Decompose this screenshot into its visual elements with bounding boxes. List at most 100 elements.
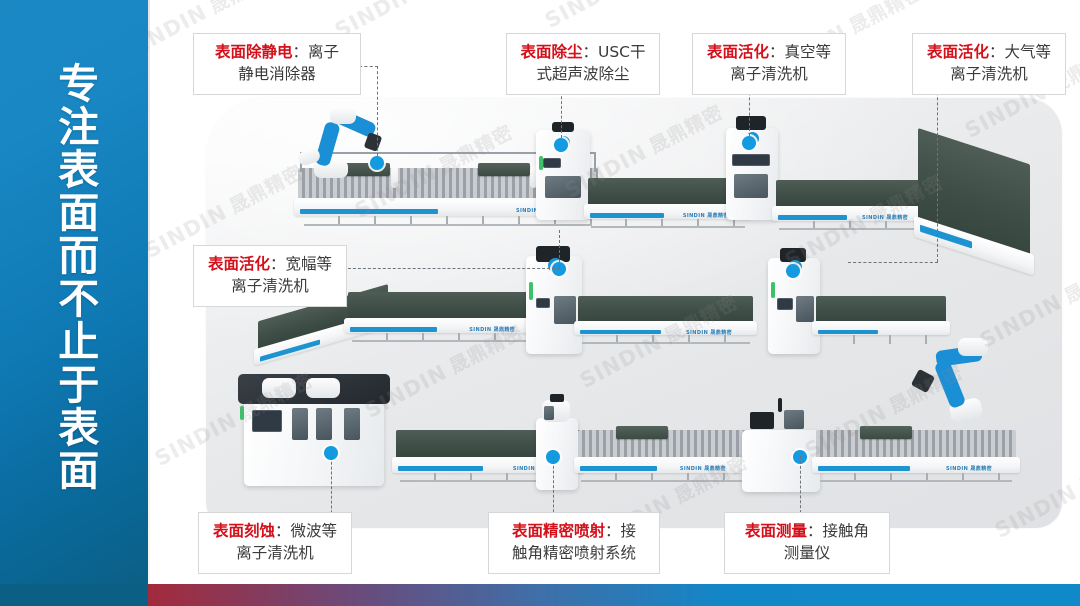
spray-window (544, 406, 554, 420)
machine-door-window (344, 408, 360, 440)
hotspot-wide-plasma[interactable] (552, 262, 566, 276)
robot-joint (330, 108, 356, 124)
belt-surface (348, 292, 538, 320)
bottom-accent-bar (148, 584, 1080, 606)
conveyor-foot-rail (399, 479, 578, 482)
conveyor-row2-belt-c (812, 296, 950, 344)
machine-head-unit (552, 122, 574, 132)
work-tray (860, 426, 912, 439)
conveyor-legs (779, 221, 923, 230)
conveyor-row3-rollers-b: SINDIN 晟鼎精密 (812, 430, 1020, 482)
brand-stripe (350, 327, 438, 332)
machine-door-window (292, 408, 308, 440)
leader-spray-v (553, 456, 554, 522)
roller-bed (816, 430, 1016, 460)
status-light (240, 406, 244, 420)
brand-stripe (580, 466, 658, 472)
belt-surface (816, 296, 946, 323)
callout-precision-spray[interactable]: 表面精密喷射：接 触角精密喷射系统 (488, 512, 660, 574)
machine-logo: SINDIN 晟鼎精密 (679, 466, 726, 473)
leader-wide-plasma-v (559, 230, 560, 268)
machine-logo: SINDIN 晟鼎精密 (512, 466, 559, 473)
robot-joint (958, 338, 988, 356)
machine-hmi-screen (777, 298, 793, 310)
robot-gripper (910, 368, 936, 394)
leader-atmospheric-top-h (848, 262, 938, 263)
conveyor-foot-rail (779, 228, 923, 230)
conveyor-legs (818, 335, 944, 344)
machine-hmi-screen (536, 298, 550, 308)
conveyor-row1-belt-a: SINDIN 晟鼎精密 (584, 178, 752, 228)
page-title: 专注表面而不止于表面 (50, 62, 99, 492)
hotspot-dedust[interactable] (554, 138, 568, 152)
hotspot-vacuum-plasma[interactable] (742, 136, 756, 150)
conveyor-legs (581, 472, 743, 482)
callout-activation-wide[interactable]: 表面活化：宽幅等 离子清洗机 (193, 245, 347, 307)
conveyor-row2-belt-a: SINDIN 晟鼎精密 (344, 292, 542, 342)
leader-wide-plasma-h (338, 268, 560, 269)
leader-atmospheric-top-v (937, 72, 938, 262)
callout-line-1: 表面除尘：USC干 (520, 43, 646, 61)
meter-optics (784, 410, 804, 429)
conveyor-foot-rail (351, 340, 535, 342)
spray-head (530, 166, 537, 188)
machine-body (742, 430, 820, 492)
hotspot-anti-static[interactable] (370, 156, 384, 170)
conveyor-foot-rail (820, 479, 1012, 482)
callout-line-1: 表面活化：宽幅等 (207, 255, 333, 273)
callout-line-2: 式超声波除尘 (536, 65, 630, 84)
machine-hmi-screen (252, 410, 282, 432)
callout-dedust[interactable]: 表面除尘：USC干 式超声波除尘 (506, 33, 660, 95)
callout-measurement[interactable]: 表面测量：接触角 测量仪 (724, 512, 890, 574)
leader-vacuum-plasma-v (749, 72, 750, 136)
belt-surface (578, 296, 753, 323)
conveyor-row2-belt-b: SINDIN 晟鼎精密 (574, 296, 757, 345)
callout-line-2: 静电消除器 (238, 65, 316, 84)
conveyor-legs (351, 333, 535, 342)
machine-logo: SINDIN 晟鼎精密 (469, 327, 516, 333)
machine-logo: SINDIN 晟鼎精密 (682, 213, 729, 219)
conveyor-row1-belt-b: SINDIN 晟鼎精密 (772, 180, 930, 230)
machine-chamber-window (734, 174, 768, 198)
callout-etching[interactable]: 表面刻蚀：微波等 离子清洗机 (198, 512, 352, 574)
spray-nozzle (550, 394, 564, 402)
callout-activation-atmospheric[interactable]: 表面活化：大气等 离子清洗机 (912, 33, 1066, 95)
machine-head-unit (536, 246, 570, 262)
conveyor-legs (591, 219, 745, 228)
conveyor-legs (399, 472, 578, 482)
belt-surface (588, 178, 748, 206)
brand-stripe (778, 215, 847, 220)
callout-line-1: 表面精密喷射：接 (511, 522, 637, 540)
meter-display (750, 412, 774, 429)
conveyor-foot-rail (591, 226, 745, 228)
callout-line-1: 表面活化：大气等 (926, 43, 1052, 61)
belt-surface (776, 180, 926, 208)
machine-hmi-screen (732, 154, 770, 166)
machine-microwave-plasma (238, 374, 390, 486)
machine-chamber-window (554, 296, 576, 324)
status-light (771, 282, 775, 298)
conveyor-legs (304, 215, 592, 226)
machine-hmi-screen (543, 158, 561, 168)
bottom-bar-sidebar-segment (0, 584, 148, 606)
gantry-post-right (594, 152, 596, 172)
sidebar-divider (148, 0, 150, 584)
callout-line-2: 触角精密喷射系统 (511, 544, 636, 563)
callout-activation-vacuum[interactable]: 表面活化：真空等 离子清洗机 (692, 33, 846, 95)
callout-line-2: 离子清洗机 (730, 65, 808, 84)
status-light (539, 156, 543, 170)
machine-head-unit (736, 116, 766, 130)
callout-line-1: 表面活化：真空等 (706, 43, 832, 61)
callout-line-2: 测量仪 (783, 544, 831, 563)
machine-contact-angle-meter (742, 398, 820, 492)
machine-vent-left (262, 378, 296, 398)
brand-stripe (818, 329, 878, 334)
callout-line-1: 表面刻蚀：微波等 (212, 522, 338, 540)
conveyor-legs (820, 472, 1012, 482)
meter-column (778, 398, 782, 412)
callout-anti-static[interactable]: 表面除静电：离子 静电消除器 (193, 33, 361, 95)
brand-stripe (818, 466, 910, 472)
leader-measurement-v (800, 456, 801, 518)
hotspot-atmospheric-plasma[interactable] (786, 264, 800, 278)
